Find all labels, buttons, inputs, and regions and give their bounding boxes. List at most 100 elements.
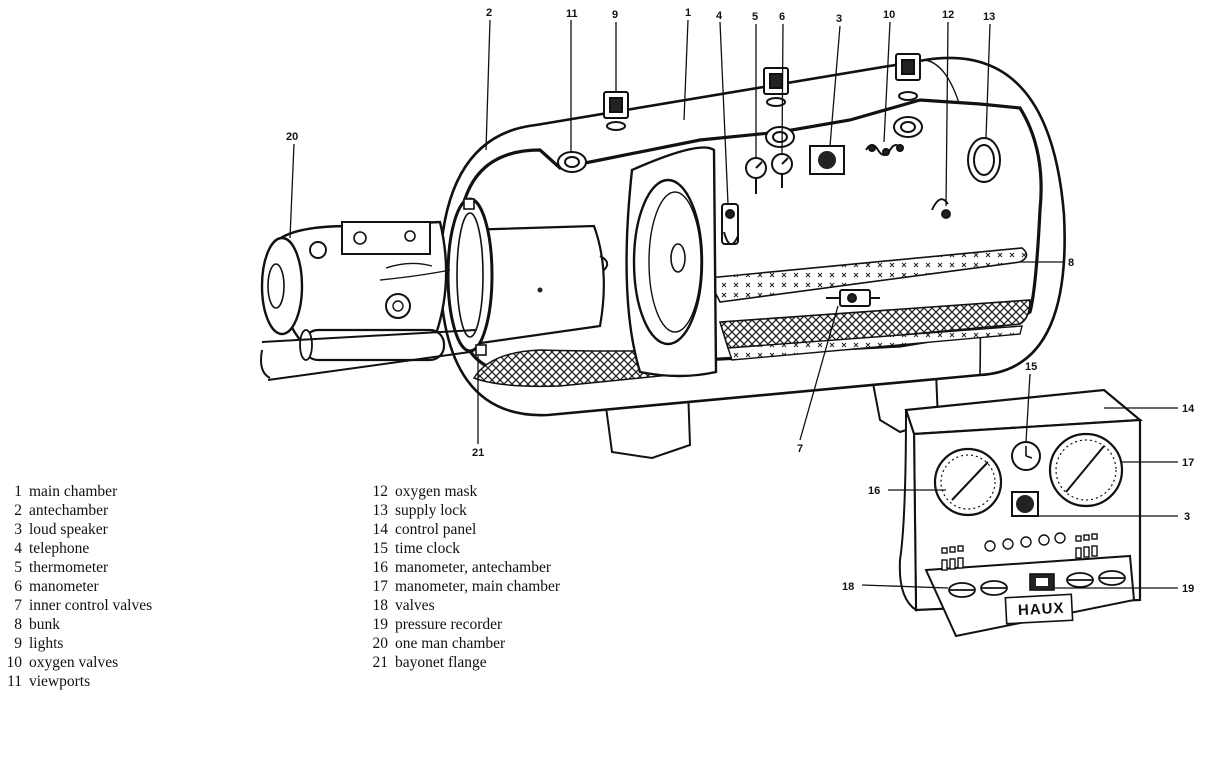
antechamber <box>462 224 609 346</box>
legend-number: 1 <box>14 483 22 500</box>
legend-text: antechamber <box>29 502 109 519</box>
legend-item: 9 lights <box>4 634 152 653</box>
legend-item: 5 thermometer <box>4 558 152 577</box>
inner-control-valves-icon <box>826 289 880 307</box>
legend-item: 21 bayonet flange <box>370 653 560 672</box>
legend-number: 16 <box>372 559 389 576</box>
legend-text: inner control valves <box>29 597 153 614</box>
legend-text: telephone <box>29 540 90 557</box>
callout-3-panel: 3 <box>1184 511 1190 523</box>
callout-16: 16 <box>868 485 880 497</box>
viewports <box>557 116 923 173</box>
legend-number: 21 <box>372 654 389 671</box>
legend-text: supply lock <box>395 502 467 519</box>
bayonet-flange <box>446 197 494 356</box>
callout-11: 11 <box>566 8 578 20</box>
legend-number: 3 <box>14 521 22 538</box>
legend-item: 6 manometer <box>4 577 152 596</box>
legend-item: 10 oxygen valves <box>4 653 152 672</box>
legend-item: 17 manometer, main chamber <box>370 577 561 596</box>
legend-number: 12 <box>372 483 389 500</box>
legend-item: 11 viewports <box>4 672 152 691</box>
legend-number: 6 <box>14 578 22 595</box>
leader-lines <box>289 19 1178 589</box>
legend-text: thermometer <box>29 559 109 576</box>
legend-text: oxygen mask <box>395 483 478 500</box>
legend-number: 4 <box>14 540 22 557</box>
legend-text: manometer, main chamber <box>395 578 561 595</box>
callout-4: 4 <box>716 10 723 22</box>
callout-8: 8 <box>1068 257 1074 269</box>
callout-6: 6 <box>779 11 785 23</box>
legend-item: 4 telephone <box>4 539 152 558</box>
callout-17: 17 <box>1182 457 1194 469</box>
legend-text: bayonet flange <box>395 654 487 671</box>
loudspeaker-icon <box>809 145 845 175</box>
legend-item: 15 time clock <box>370 539 560 558</box>
callout-18: 18 <box>842 581 854 593</box>
panel-brand-label: HAUX <box>1018 600 1065 619</box>
callout-14: 14 <box>1182 403 1195 415</box>
legend-item: 3 loud speaker <box>4 520 152 539</box>
bunk-lower <box>718 299 1031 361</box>
legend-number: 11 <box>7 673 22 690</box>
legend-item: 13 supply lock <box>370 501 560 520</box>
control-panel: HAUX <box>898 388 1143 638</box>
legend-number: 15 <box>372 540 389 557</box>
supply-lock-icon <box>967 137 1001 183</box>
callout-19: 19 <box>1182 583 1194 595</box>
legend-text: main chamber <box>29 483 118 500</box>
legend-number: 8 <box>14 616 22 633</box>
legend-number: 13 <box>372 502 389 519</box>
legend-number: 9 <box>14 635 22 652</box>
callout-12: 12 <box>942 9 954 21</box>
legend-text: one man chamber <box>395 635 506 652</box>
legend-number: 2 <box>14 502 22 519</box>
legend-number: 17 <box>372 578 389 595</box>
callout-1: 1 <box>685 7 691 19</box>
legend-item: 20 one man chamber <box>370 634 560 653</box>
legend-number: 10 <box>6 654 23 671</box>
callout-15: 15 <box>1025 361 1037 373</box>
legend-text: lights <box>29 635 64 652</box>
legend-text: viewports <box>29 673 91 690</box>
one-man-chamber <box>260 220 477 381</box>
legend-number: 5 <box>14 559 22 576</box>
legend-text: time clock <box>395 540 460 557</box>
legend-text: oxygen valves <box>29 654 119 671</box>
callout-9: 9 <box>612 9 618 21</box>
legend-item: 1 main chamber <box>4 482 152 501</box>
oxygen-valves-icon <box>865 144 904 156</box>
callout-5: 5 <box>752 11 758 23</box>
callout-10: 10 <box>883 9 895 21</box>
bulkhead-door <box>625 146 718 378</box>
callout-21: 21 <box>472 447 484 459</box>
legend-item: 7 inner control valves <box>4 596 152 615</box>
callout-labels: 2 11 9 1 4 5 6 3 10 12 13 20 8 15 14 21 … <box>286 7 1195 595</box>
legend-number: 20 <box>372 635 389 652</box>
legend-item: 2 antechamber <box>4 501 152 520</box>
legend-text: manometer <box>29 578 99 595</box>
legend-item: 16 manometer, antechamber <box>370 558 560 577</box>
legend-text: valves <box>395 597 435 614</box>
legend-text: manometer, antechamber <box>395 559 552 576</box>
legend-item: 18 valves <box>370 596 560 615</box>
legend-text: loud speaker <box>29 521 108 538</box>
callout-7: 7 <box>797 443 803 455</box>
legend-item: 19 pressure recorder <box>370 615 560 634</box>
legend-number: 18 <box>372 597 389 614</box>
legend-item: 12 oxygen mask <box>370 482 560 501</box>
legend-number: 7 <box>14 597 22 614</box>
legend-text: pressure recorder <box>395 616 503 633</box>
legend-number: 19 <box>372 616 389 633</box>
telephone-icon <box>721 203 739 245</box>
callout-2: 2 <box>486 7 492 19</box>
legend-text: bunk <box>29 616 60 633</box>
legend-number: 14 <box>372 521 389 538</box>
callout-13: 13 <box>983 11 995 23</box>
callout-3-interior: 3 <box>836 13 842 25</box>
